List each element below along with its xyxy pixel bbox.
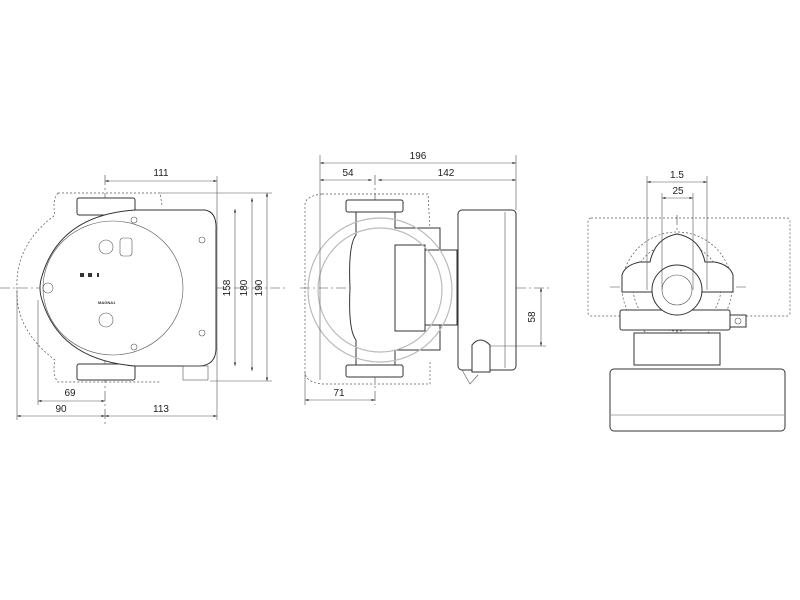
stator: [394, 244, 426, 332]
pump-housing: [621, 233, 734, 293]
dim-total: 196: [410, 151, 427, 162]
cable-plug: [461, 369, 479, 385]
screw-boss: [729, 314, 747, 328]
control-box-outline: [39, 209, 217, 367]
dim-outer: 1.5: [670, 170, 684, 181]
bottom-flange: [76, 363, 136, 381]
cable-connector: [471, 339, 491, 373]
housing-outline-dotted: [587, 217, 791, 317]
led-indicator: [88, 273, 92, 277]
screw-icon: [198, 329, 206, 337]
screw-icon: [734, 317, 742, 325]
display-window: [119, 237, 133, 257]
dim-h-inner: 158: [222, 279, 233, 296]
brand-label: MAGNA1: [98, 300, 116, 305]
dim-h-outer: 190: [254, 279, 265, 296]
inlet-port: [651, 264, 703, 316]
dim-h-mid: 180: [239, 279, 250, 296]
front-view: MAGNA1 111 158 180 190 69 90 113: [0, 168, 285, 425]
dim-right: 142: [438, 168, 455, 179]
dim-offset: 58: [527, 311, 538, 323]
dim-left: 54: [342, 168, 354, 179]
bottom-flange: [345, 364, 404, 378]
top-flange: [345, 199, 404, 213]
screw-icon: [130, 216, 138, 224]
watermark-logo: [317, 227, 443, 353]
screw-icon: [42, 282, 54, 294]
screw-icon: [130, 343, 138, 351]
motor-column: [633, 332, 721, 366]
connector-icon: [98, 239, 114, 255]
watermark-logo: [307, 217, 453, 363]
dim-top-width: 111: [153, 168, 169, 179]
dim-bottom: 71: [333, 388, 345, 399]
dim-right: 113: [153, 404, 169, 415]
end-view: 1.5 25: [587, 170, 791, 432]
side-view: 196 54 142 58 71: [300, 151, 550, 405]
screw-icon: [198, 236, 206, 244]
led-indicator: [97, 273, 99, 277]
dim-left-outer: 90: [55, 404, 67, 415]
cable-gland: [182, 365, 209, 381]
control-box: [609, 368, 786, 432]
dim-left-inner: 69: [64, 388, 76, 399]
led-indicator: [80, 273, 84, 277]
dim-inner: 25: [672, 186, 684, 197]
button-icon: [98, 312, 114, 328]
